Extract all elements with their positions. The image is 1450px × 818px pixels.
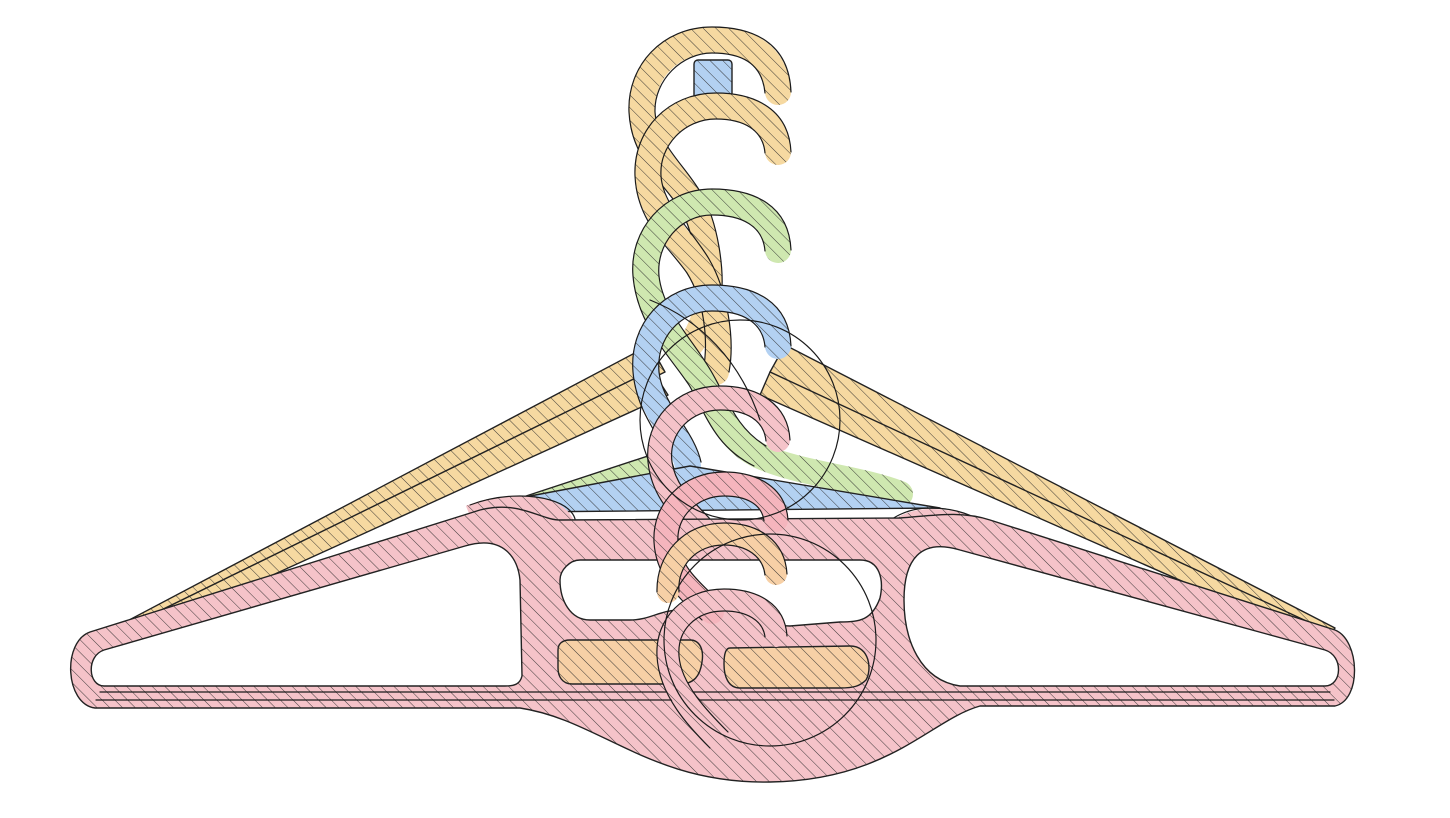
pink-hanger-lower — [70, 506, 1356, 783]
left-window — [90, 542, 523, 687]
hook-trace-lines — [639, 299, 877, 747]
orange-hook-small — [653, 471, 789, 751]
tan-hanger-second — [99, 92, 1331, 651]
right-window — [903, 546, 1340, 687]
